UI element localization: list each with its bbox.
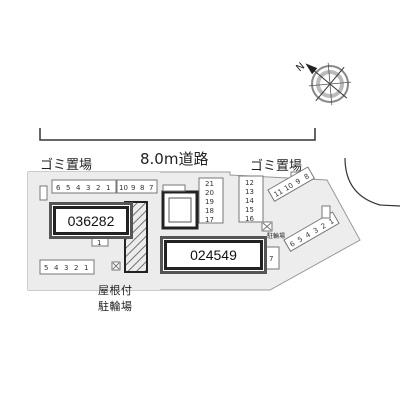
svg-text:3: 3 (312, 226, 320, 235)
bike-marker (261, 221, 273, 232)
center-building-top-strip (162, 184, 186, 192)
svg-text:8: 8 (303, 172, 311, 181)
svg-text:2: 2 (320, 222, 328, 231)
svg-text:9: 9 (294, 177, 302, 186)
svg-text:11: 11 (273, 188, 285, 199)
trash-area-right-label: ゴミ置場 (250, 159, 303, 174)
bike-parking-small-label: 駐輪場 (267, 233, 286, 240)
svg-text:17: 17 (205, 216, 214, 224)
svg-text:6: 6 (56, 184, 61, 192)
svg-text:5: 5 (44, 264, 48, 272)
svg-text:18: 18 (205, 207, 214, 215)
covered-parking-structure (124, 201, 148, 273)
compass-rose (305, 62, 352, 106)
parking-slot-7 (265, 246, 280, 270)
svg-text:1: 1 (84, 264, 88, 272)
svg-text:5: 5 (66, 184, 70, 192)
svg-text:10: 10 (119, 184, 128, 192)
covered-bike-parking-line1: 屋根付 (98, 284, 133, 297)
svg-text:13: 13 (245, 188, 254, 196)
building-left: 036282 (53, 206, 129, 235)
svg-text:1: 1 (328, 217, 336, 226)
bike-stall-box (91, 236, 109, 247)
svg-text:2: 2 (74, 264, 78, 272)
svg-text:4: 4 (54, 264, 59, 272)
svg-text:8: 8 (140, 184, 144, 192)
svg-text:15: 15 (245, 206, 254, 214)
trash-area-left-label: ゴミ置場 (40, 158, 93, 173)
road-label: 8.0m道路 (140, 150, 209, 168)
right-curb-line (344, 157, 400, 207)
svg-text:10: 10 (283, 182, 295, 193)
svg-text:9: 9 (131, 184, 135, 192)
svg-text:16: 16 (245, 215, 254, 223)
svg-text:2: 2 (96, 184, 100, 192)
x-marker (111, 261, 121, 271)
svg-text:1: 1 (97, 239, 101, 247)
svg-text:21: 21 (205, 180, 214, 188)
svg-text:14: 14 (245, 197, 254, 205)
svg-text:20: 20 (205, 189, 214, 197)
svg-text:4: 4 (304, 230, 312, 239)
svg-text:3: 3 (86, 184, 90, 192)
covered-bike-parking-line2: 駐輪場 (98, 300, 133, 313)
svg-text:6: 6 (289, 239, 297, 248)
svg-text:4: 4 (76, 184, 81, 192)
covered-bike-parking-label: 屋根付 駐輪場 (98, 283, 133, 315)
svg-text:3: 3 (64, 264, 68, 272)
svg-text:7: 7 (269, 255, 273, 263)
svg-text:5: 5 (296, 235, 304, 244)
road-boundary-line (39, 128, 316, 141)
svg-text:1: 1 (106, 184, 110, 192)
svg-text:12: 12 (245, 179, 254, 187)
trash-box-left (39, 185, 48, 201)
svg-text:7: 7 (149, 184, 153, 192)
building-right: 024549 (164, 240, 263, 270)
svg-text:19: 19 (205, 198, 214, 206)
